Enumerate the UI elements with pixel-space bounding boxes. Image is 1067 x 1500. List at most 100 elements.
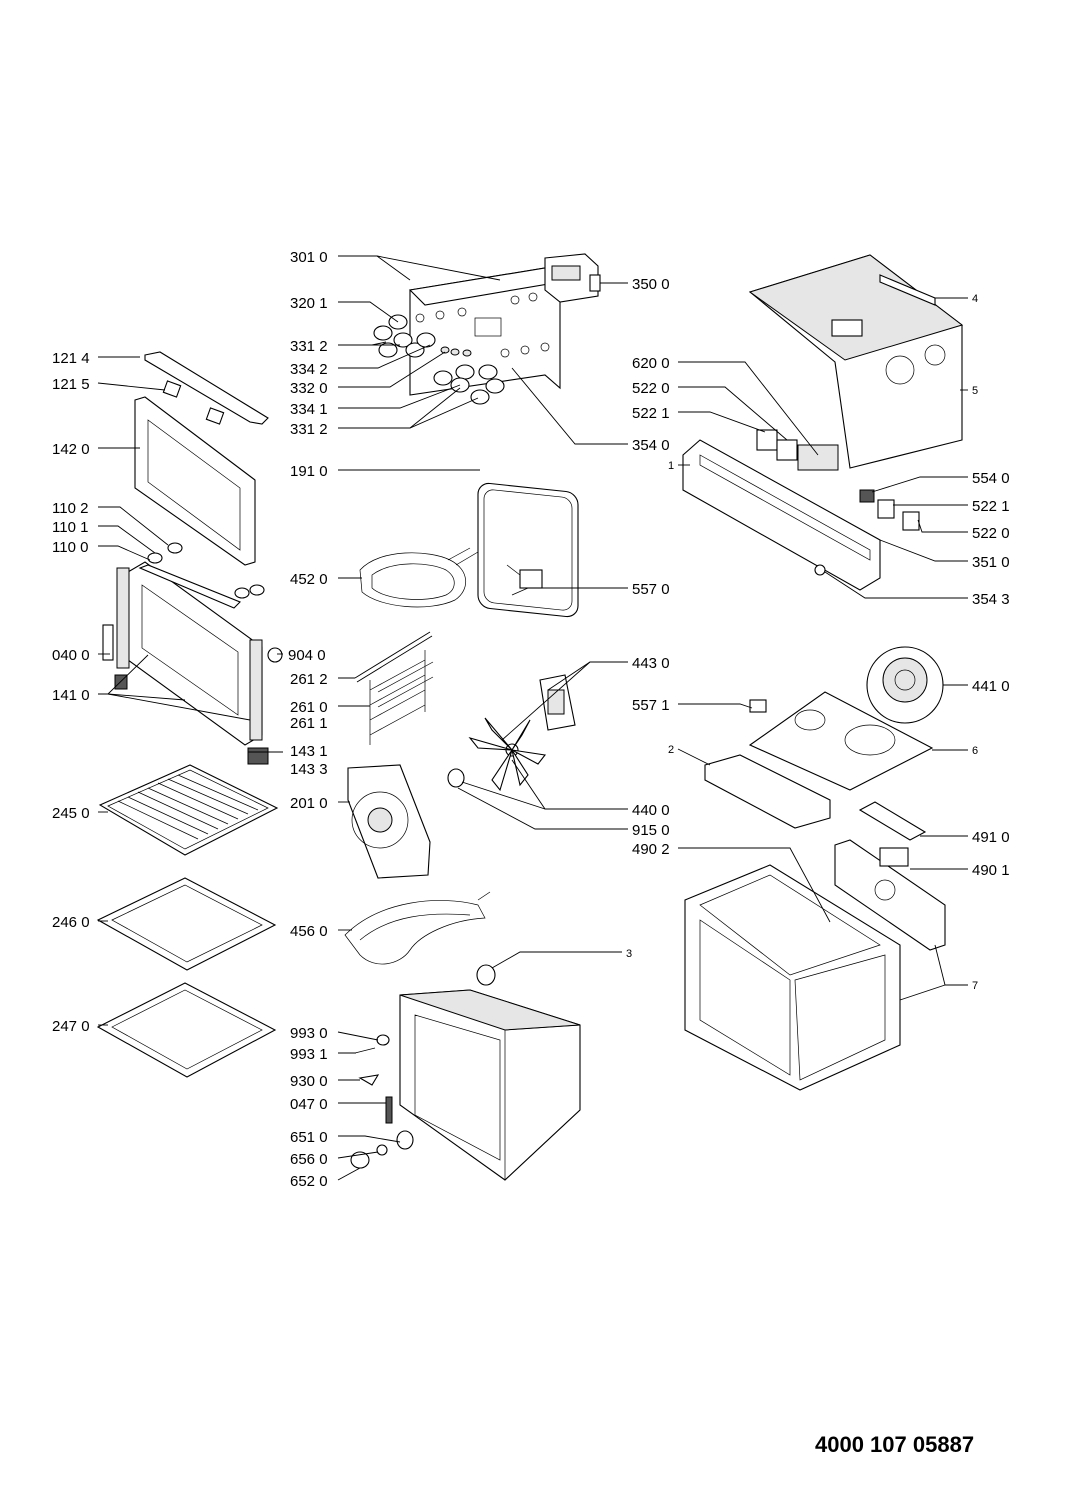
top-bracket-part xyxy=(879,274,936,306)
part-labels: 301 0 320 1 331 2 334 2 332 0 334 1 331 … xyxy=(52,249,1010,1190)
label-915-0: 915 0 xyxy=(632,822,670,839)
label-246-0: 246 0 xyxy=(52,914,90,931)
cooling-fan-part xyxy=(866,646,944,724)
label-993-1: 993 1 xyxy=(290,1046,328,1063)
label-331-2-b: 331 2 xyxy=(290,421,328,438)
label-522-0-b: 522 0 xyxy=(972,525,1010,542)
label-301-0: 301 0 xyxy=(290,249,328,266)
label-245-0: 245 0 xyxy=(52,805,90,822)
label-620-0: 620 0 xyxy=(632,355,670,372)
label-121-5: 121 5 xyxy=(52,376,90,393)
label-247-0: 247 0 xyxy=(52,1018,90,1035)
label-334-1: 334 1 xyxy=(290,401,328,418)
hinge-pin-part xyxy=(267,647,283,663)
label-2: 2 xyxy=(668,744,674,756)
label-047-0: 047 0 xyxy=(290,1096,328,1113)
label-441-0: 441 0 xyxy=(972,678,1010,695)
label-143-3: 143 3 xyxy=(290,761,328,778)
label-261-0: 261 0 xyxy=(290,699,328,716)
lamp-part xyxy=(476,964,496,986)
label-040-0: 040 0 xyxy=(52,647,90,664)
label-5: 5 xyxy=(972,385,978,397)
control-panel-part xyxy=(408,267,562,396)
label-110-2: 110 2 xyxy=(52,500,88,517)
wire-rack-part xyxy=(98,764,279,856)
label-557-0: 557 0 xyxy=(632,581,670,598)
label-331-2: 331 2 xyxy=(290,338,328,355)
label-6: 6 xyxy=(972,745,978,757)
outer-casing-part xyxy=(684,864,901,1091)
label-440-0: 440 0 xyxy=(632,802,670,819)
label-354-3: 354 3 xyxy=(972,591,1010,608)
terminal-block-part xyxy=(858,801,927,841)
label-904-0: 904 0 xyxy=(288,647,326,664)
baking-tray-part xyxy=(96,877,277,971)
label-110-0: 110 0 xyxy=(52,539,88,556)
label-191-0: 191 0 xyxy=(290,463,328,480)
label-993-0: 993 0 xyxy=(290,1025,328,1042)
label-522-1-b: 522 1 xyxy=(972,498,1010,515)
label-930-0: 930 0 xyxy=(290,1073,328,1090)
top-cover-part xyxy=(748,254,964,469)
label-554-0: 554 0 xyxy=(972,470,1010,487)
relay-modules-part xyxy=(756,429,839,471)
label-490-2: 490 2 xyxy=(632,841,670,858)
label-651-0: 651 0 xyxy=(290,1129,328,1146)
label-656-0: 656 0 xyxy=(290,1151,328,1168)
grill-element-part xyxy=(359,547,479,608)
duct-plate-part xyxy=(704,754,831,829)
deep-pan-part xyxy=(96,982,277,1078)
rear-panel-part xyxy=(834,839,946,951)
label-142-0: 142 0 xyxy=(52,441,90,458)
label-141-0: 141 0 xyxy=(52,687,90,704)
door-handle-part xyxy=(144,351,269,425)
label-261-1: 261 1 xyxy=(290,715,328,732)
label-7: 7 xyxy=(972,980,978,992)
document-number: 4000 107 05887 xyxy=(815,1432,975,1457)
label-332-0: 332 0 xyxy=(290,380,328,397)
lower-element-part xyxy=(344,891,491,965)
label-4: 4 xyxy=(972,293,978,305)
handle-brackets-part xyxy=(162,380,225,425)
label-350-0: 350 0 xyxy=(632,276,670,293)
label-3: 3 xyxy=(626,948,632,960)
label-491-0: 491 0 xyxy=(972,829,1010,846)
label-652-0: 652 0 xyxy=(290,1173,328,1190)
door-hinge-part xyxy=(247,747,269,765)
label-1: 1 xyxy=(668,460,674,472)
label-354-0: 354 0 xyxy=(632,437,670,454)
side-rails-part xyxy=(354,631,434,745)
label-110-1: 110 1 xyxy=(52,519,88,536)
switch-557-1-part xyxy=(749,699,767,713)
label-452-0: 452 0 xyxy=(290,571,328,588)
label-351-0: 351 0 xyxy=(972,554,1010,571)
label-522-0: 522 0 xyxy=(632,380,670,397)
fasteners-part xyxy=(354,1034,393,1124)
wiring-bracket-part xyxy=(682,439,881,591)
label-522-1: 522 1 xyxy=(632,405,670,422)
leader-lines xyxy=(97,255,968,1181)
fan-motor-part xyxy=(539,674,576,731)
door-hinge-covers-part xyxy=(147,542,265,599)
fan-nut-part xyxy=(447,768,465,788)
label-456-0: 456 0 xyxy=(290,923,328,940)
label-557-1: 557 1 xyxy=(632,697,670,714)
oven-cavity-part xyxy=(399,989,581,1181)
label-334-2: 334 2 xyxy=(290,361,328,378)
fan-blade-part xyxy=(468,717,547,792)
label-261-2: 261 2 xyxy=(290,671,328,688)
label-443-0: 443 0 xyxy=(632,655,670,672)
label-490-1: 490 1 xyxy=(972,862,1010,879)
door-seal-part xyxy=(477,482,579,618)
label-121-4: 121 4 xyxy=(52,350,90,367)
inner-door-frame-part xyxy=(102,561,263,746)
knob-assembly-part xyxy=(350,1130,414,1169)
label-143-1: 143 1 xyxy=(290,743,328,760)
air-duct-part xyxy=(748,691,934,791)
side-switches-part xyxy=(814,489,920,576)
fan-cover-part xyxy=(347,764,431,879)
label-201-0: 201 0 xyxy=(290,795,328,812)
outer-door-glass-part xyxy=(134,396,256,566)
display-module-part xyxy=(544,253,601,303)
